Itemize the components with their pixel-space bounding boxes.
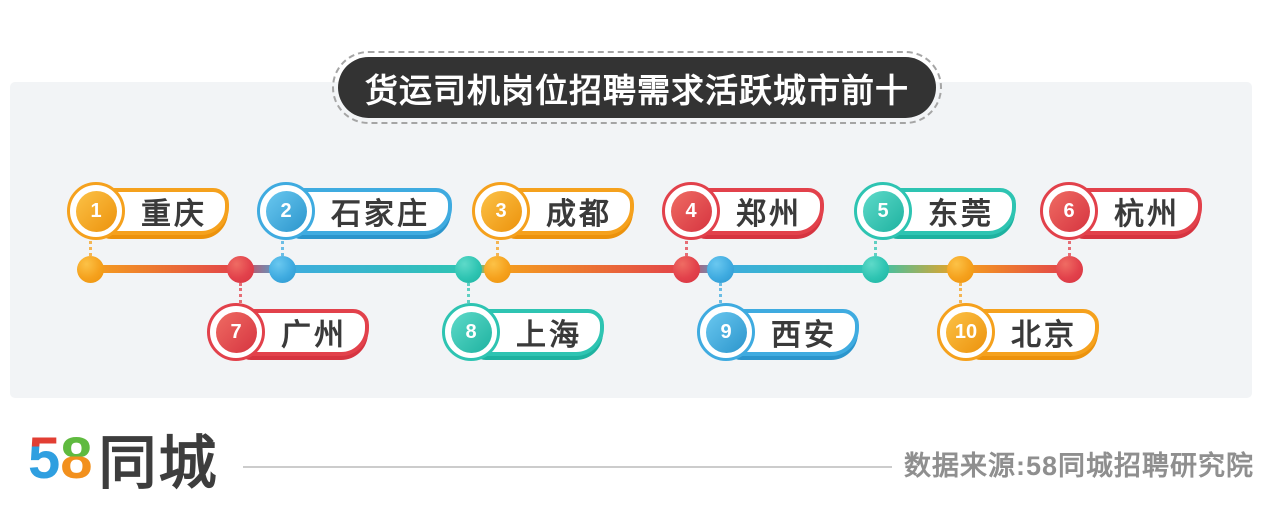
list-item-rank-3: 3 成都: [472, 182, 634, 240]
data-source-text: 数据来源:58同城招聘研究院: [903, 451, 1254, 481]
timeline-line: [90, 265, 1069, 273]
connector-line-6: [1068, 241, 1071, 256]
rank-badge: 4: [662, 182, 720, 240]
city-name: 郑州: [736, 198, 802, 231]
list-item-rank-4: 4 郑州: [662, 182, 824, 240]
page-title: 货运司机岗位招聘需求活跃城市前十: [332, 51, 942, 124]
city-name: 西安: [771, 319, 837, 352]
list-item-rank-7: 7 广州: [207, 303, 369, 361]
logo-text-tongcheng: 同城: [98, 431, 219, 496]
list-item-rank-10: 10 北京: [937, 303, 1099, 361]
connector-line-4: [685, 241, 688, 256]
rank-badge: 7: [207, 303, 265, 361]
city-name: 上海: [516, 319, 582, 352]
city-name: 成都: [546, 198, 612, 231]
city-name: 重庆: [141, 198, 207, 231]
logo-digit-5: 5: [28, 425, 61, 491]
timeline-dot-3: [484, 256, 511, 283]
list-item-rank-1: 1 重庆: [67, 182, 229, 240]
rank-number: 8: [450, 311, 492, 353]
connector-line-7: [239, 283, 242, 303]
footer-divider: [243, 466, 892, 468]
rank-badge: 8: [442, 303, 500, 361]
rank-badge: 5: [854, 182, 912, 240]
rank-number: 1: [75, 190, 117, 232]
timeline-dot-10: [947, 256, 974, 283]
list-item-rank-8: 8 上海: [442, 303, 604, 361]
logo-digit-8: 8: [60, 425, 93, 491]
city-name: 杭州: [1114, 198, 1180, 231]
list-item-rank-2: 2 石家庄: [257, 182, 452, 240]
rank-number: 7: [215, 311, 257, 353]
list-item-rank-6: 6 杭州: [1040, 182, 1202, 240]
timeline-dot-7: [227, 256, 254, 283]
page-title-text: 货运司机岗位招聘需求活跃城市前十: [365, 71, 909, 109]
rank-number: 6: [1048, 190, 1090, 232]
rank-number: 4: [670, 190, 712, 232]
timeline-dot-8: [455, 256, 482, 283]
rank-badge: 3: [472, 182, 530, 240]
rank-badge: 2: [257, 182, 315, 240]
rank-number: 3: [480, 190, 522, 232]
rank-badge: 9: [697, 303, 755, 361]
list-item-rank-5: 5 东莞: [854, 182, 1016, 240]
connector-line-3: [496, 241, 499, 256]
connector-line-9: [719, 283, 722, 303]
rank-badge: 10: [937, 303, 995, 361]
timeline-dot-1: [77, 256, 104, 283]
connector-line-10: [959, 283, 962, 303]
connector-line-8: [467, 283, 470, 303]
connector-line-1: [89, 241, 92, 256]
rank-number: 10: [945, 311, 987, 353]
list-item-rank-9: 9 西安: [697, 303, 859, 361]
rank-badge: 1: [67, 182, 125, 240]
rank-number: 9: [705, 311, 747, 353]
timeline-dot-2: [269, 256, 296, 283]
timeline-dot-4: [673, 256, 700, 283]
city-name: 石家庄: [331, 198, 430, 231]
rank-number: 5: [862, 190, 904, 232]
connector-line-2: [281, 241, 284, 256]
city-name: 北京: [1011, 319, 1077, 352]
city-tag: 西安: [725, 308, 859, 356]
city-name: 东莞: [928, 198, 994, 231]
rank-badge: 6: [1040, 182, 1098, 240]
connector-line-5: [874, 241, 877, 256]
timeline-dot-9: [707, 256, 734, 283]
timeline-dot-5: [862, 256, 889, 283]
rank-number: 2: [265, 190, 307, 232]
city-name: 广州: [281, 319, 347, 352]
timeline-dot-6: [1056, 256, 1083, 283]
